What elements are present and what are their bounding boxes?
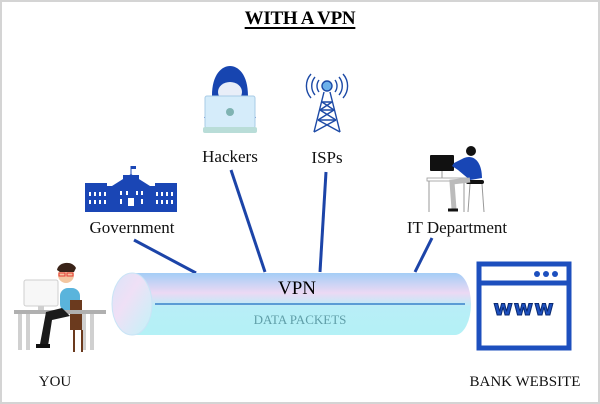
government-building-icon xyxy=(85,166,177,212)
website-www-text: www xyxy=(493,296,555,321)
hacker-icon xyxy=(203,66,257,133)
label-isps: ISPs xyxy=(311,148,343,167)
label-you: YOU xyxy=(38,374,72,390)
vpn-label: VPN xyxy=(277,278,316,299)
label-hackers: Hackers xyxy=(202,147,258,166)
website-browser-icon xyxy=(476,261,572,351)
label-bank-website: BANK WEBSITE xyxy=(469,374,581,390)
diagram-title: WITH A VPN xyxy=(244,8,356,29)
label-government: Government xyxy=(89,218,175,237)
connector-government xyxy=(133,238,197,275)
vpn-tunnel xyxy=(111,272,471,336)
label-it-department: IT Department xyxy=(406,218,508,237)
it-worker-icon xyxy=(426,146,485,213)
data-packets-label: DATA PACKETS xyxy=(253,312,347,327)
connector-hackers xyxy=(229,169,267,273)
user-at-desk-icon xyxy=(14,262,106,352)
connector-isps xyxy=(318,171,328,273)
connector-it-department xyxy=(413,237,434,273)
cell-tower-icon xyxy=(305,73,349,133)
